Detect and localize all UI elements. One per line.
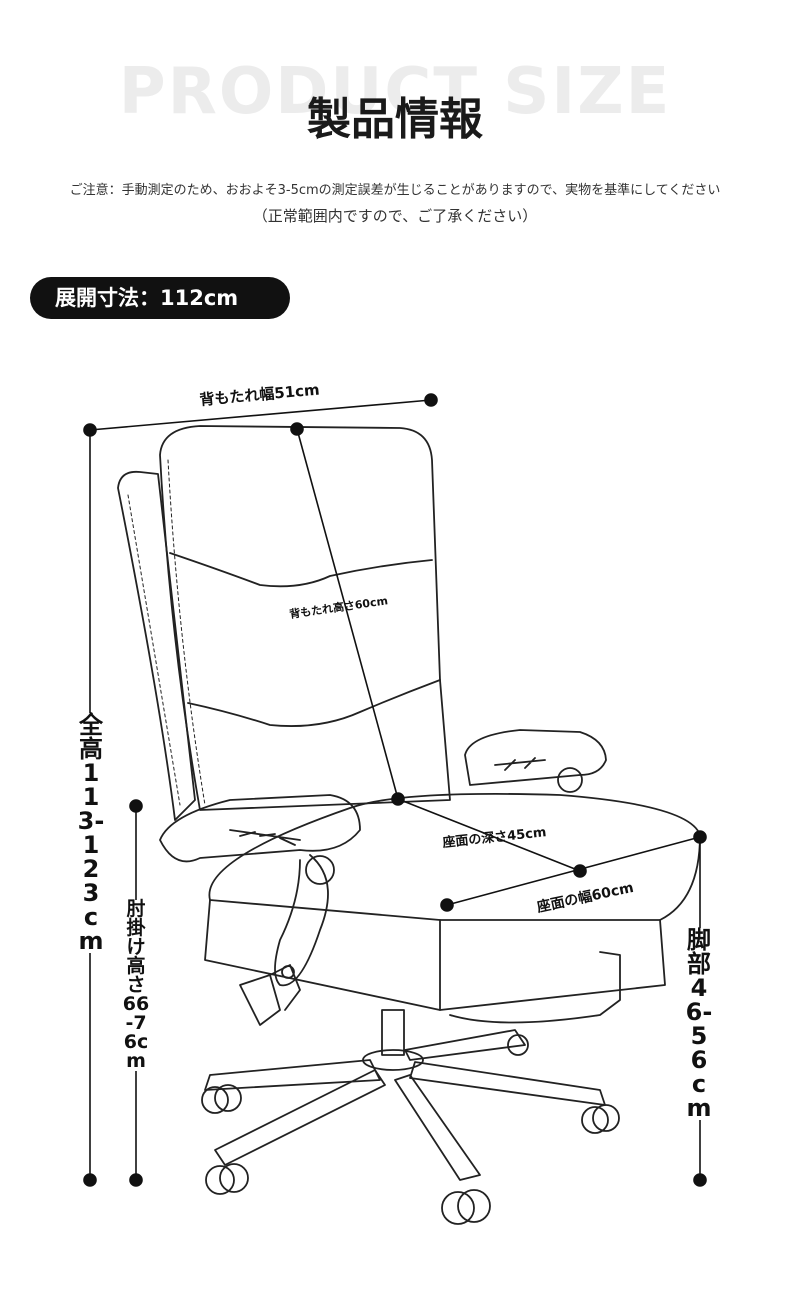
total-height-label: 全高113-123cm [76,711,106,955]
dimension-point [129,799,143,813]
dimension-point [83,1173,97,1187]
dimension-point [440,898,454,912]
measurement-notice: ご注意：手動測定のため、おおよそ3-5cmの測定誤差が生じることがありますので、… [69,183,721,198]
expanded-size-badge: 展開寸法：112cm [30,277,290,319]
dimension-point [290,422,304,436]
leg-height-label: 脚部46-56cm [684,926,714,1122]
seat-width-line [446,836,701,906]
dimension-point [129,1173,143,1187]
dimension-point [693,1173,707,1187]
backrest-height-line [296,428,399,800]
seat-width-label: 座面の幅60cm [535,879,635,916]
seat-depth-label: 座面の深さ45cm [441,824,547,851]
dimension-point [424,393,438,407]
page-title: 製品情報 [307,94,483,145]
backrest-height-label: 背もたれ高さ60cm [288,593,388,621]
seat-depth-line [397,798,581,872]
background-title: PRODUCT SIZE [118,55,672,129]
backrest-width-label: 背もたれ幅51cm [199,381,321,409]
armrest-height-label: 肘掛け高さ66-76cm [121,898,151,1072]
chair-icon [117,425,701,1225]
backrest-width-line [89,399,432,431]
measurement-notice-sub: （正常範囲内ですので、ご了承ください） [252,207,538,225]
